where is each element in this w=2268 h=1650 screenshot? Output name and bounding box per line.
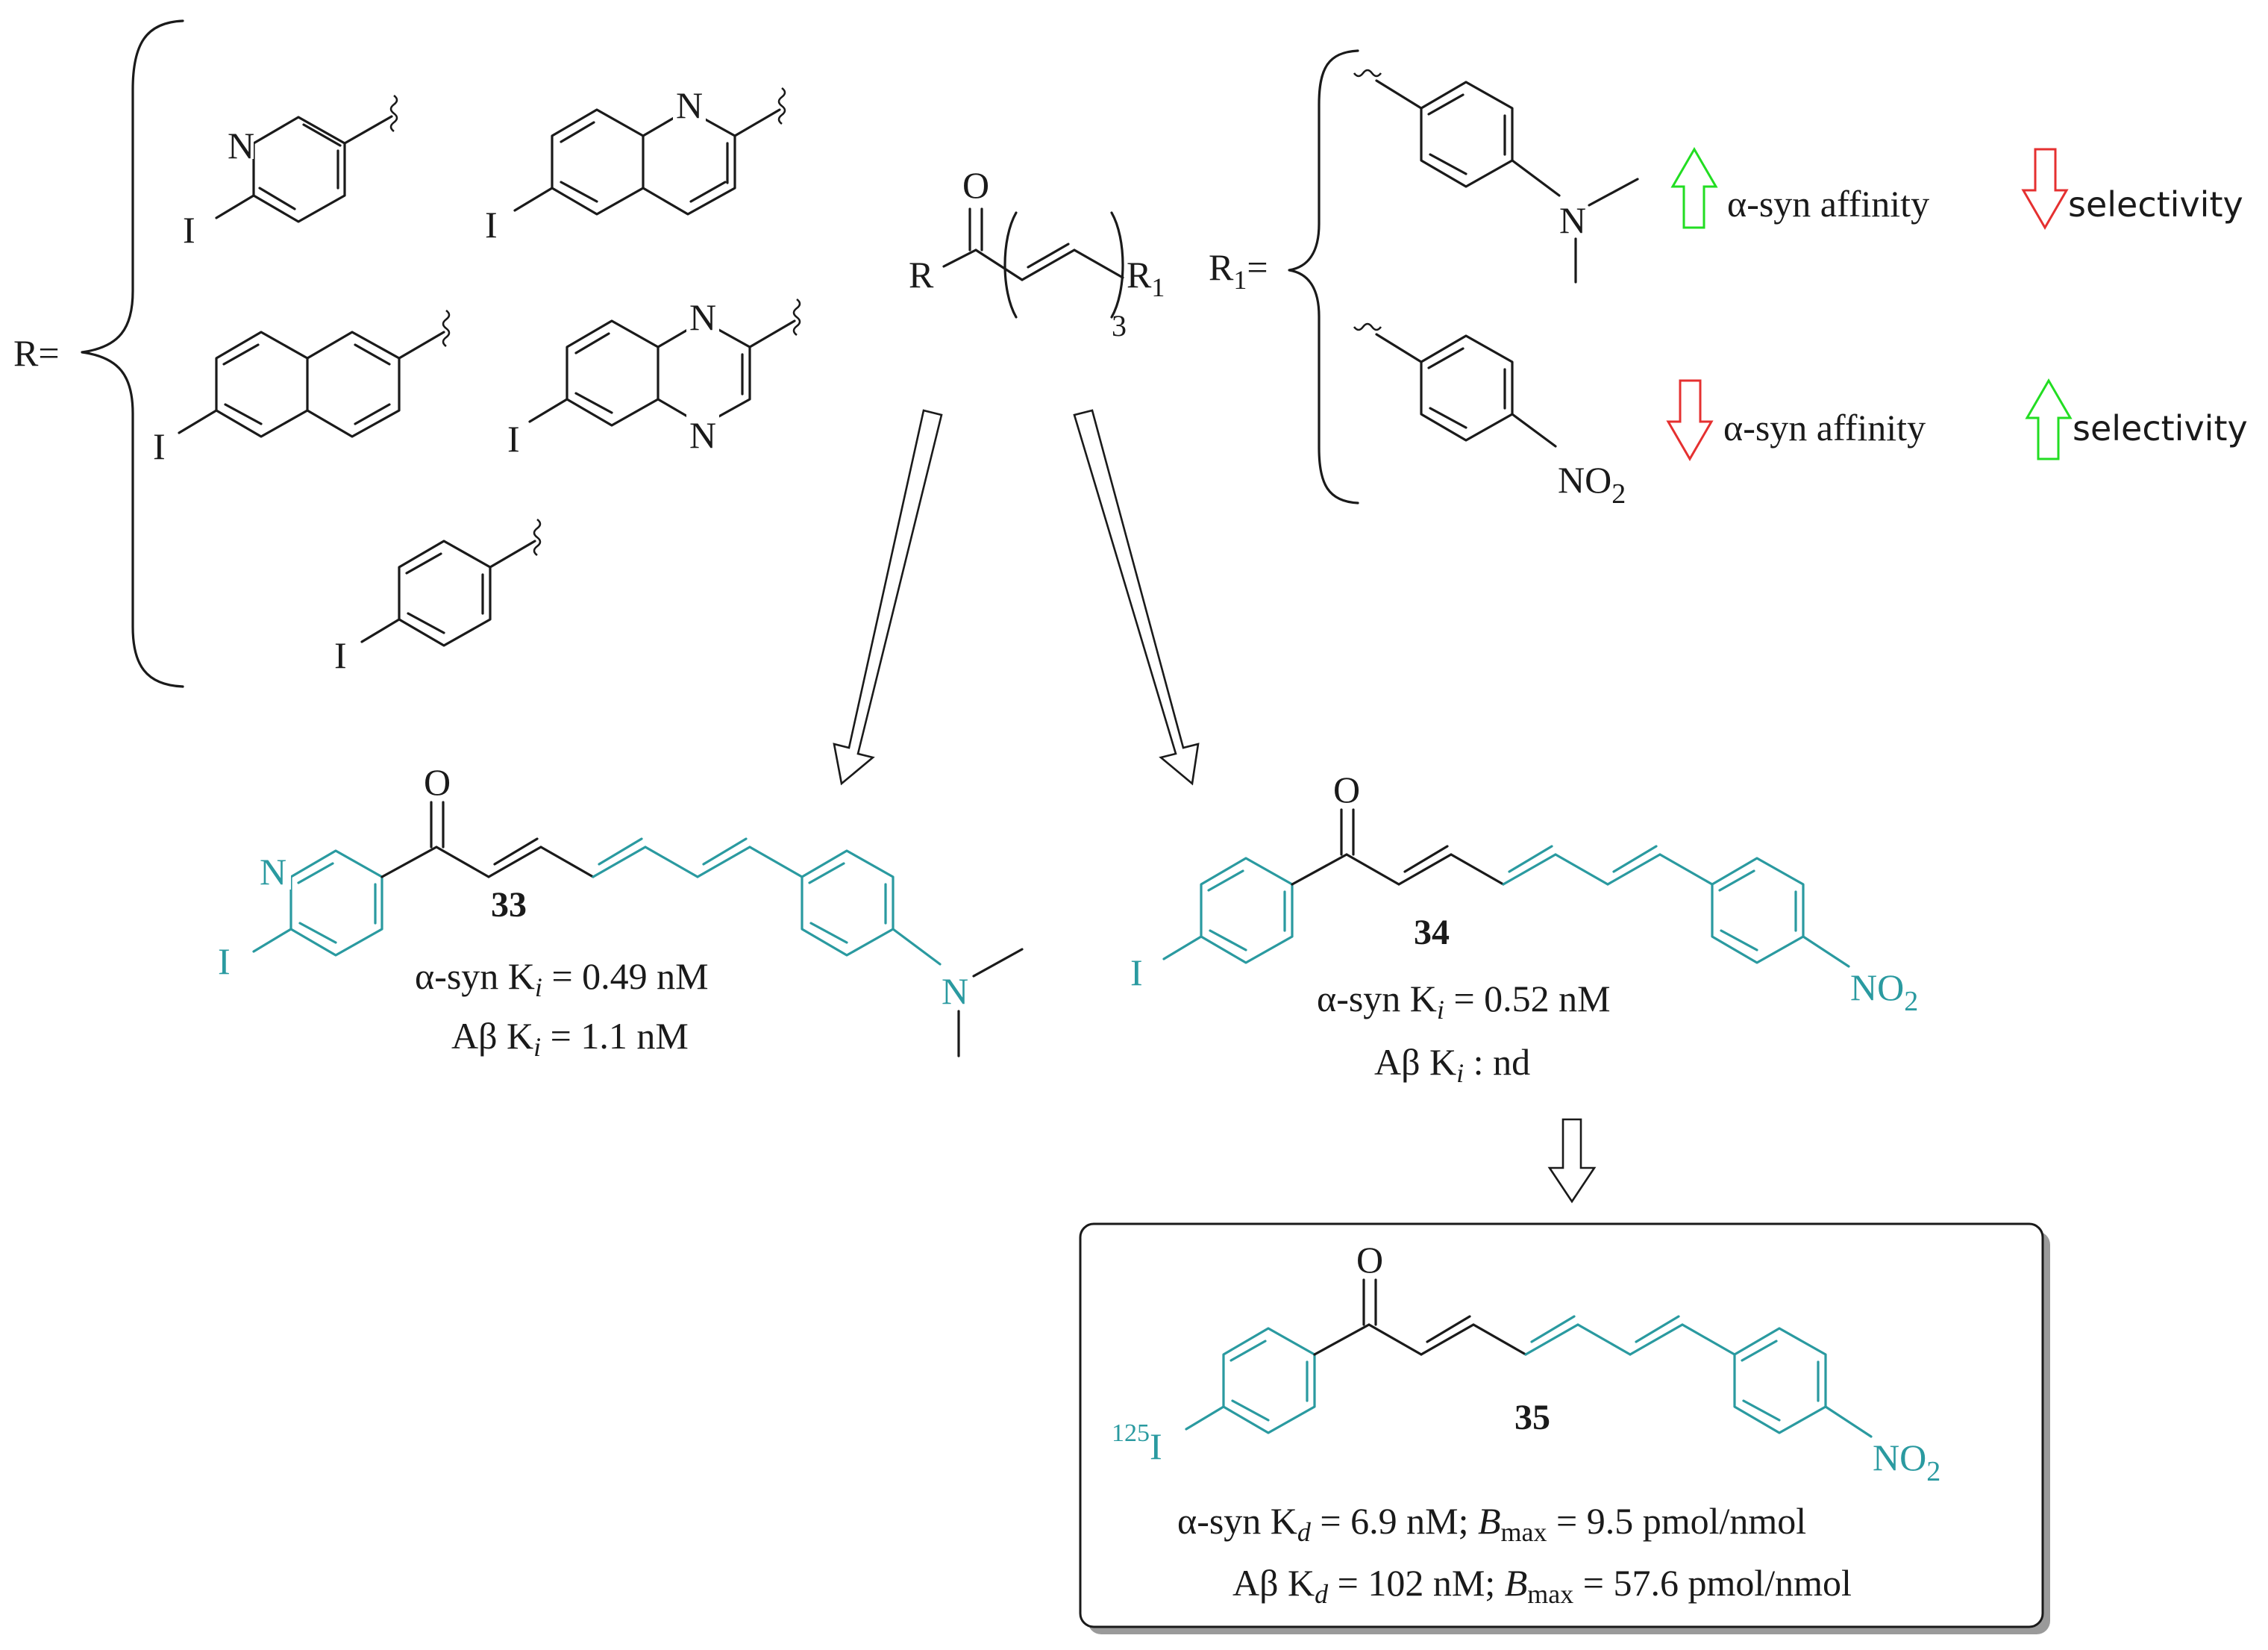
generic-scaffold: O R 3 R1 [909,164,1165,343]
compound-35-panel: 125I O NO2 35 α-syn Kd = 6.9 nM; Bmax = … [1079,1222,2050,1634]
iodoquinoxalinyl-group: N N I [507,295,801,460]
nitro-group-label: NO2 [1873,1437,1940,1487]
repeat-paren-right [1110,211,1124,319]
r-brace [81,19,184,688]
scaffold-o-atom: O [962,164,989,206]
amine-n-atom: N [1559,199,1586,241]
compound-34: I O NO2 34 α-syn Ki = 0.52 nM Aβ Ki : nd [1130,769,1918,1088]
arrow-to-35-icon [1547,1118,1597,1204]
compound-number: 33 [491,885,527,925]
attachment-wavy-line [389,94,398,133]
iodonaphthyl-group: I [153,309,451,467]
iodine-125-label: 125I [1112,1419,1162,1467]
arrow-to-33-icon [833,409,943,786]
alpha-syn-ki-33: α-syn Ki = 0.49 nM [415,955,709,1002]
affinity-increase-arrow-icon [1670,147,1718,229]
iodoquinolinyl-group: N I [485,84,786,246]
quinoline-n-atom: N [676,84,703,126]
selectivity-decrease-arrow-icon [2021,148,2069,230]
iodine-atom: I [183,209,195,251]
nitro-group-label: NO2 [1558,459,1626,510]
dma-sar-annotation: α-syn affinity selectivity [1670,147,2243,230]
ketone-o-atom: O [424,761,451,803]
dma-selectivity-label: selectivity [2068,184,2243,225]
scaffold-r1-atom: R1 [1127,254,1165,302]
ketone-o-atom: O [1333,769,1360,810]
iodopyridinyl-group: N I [183,94,398,251]
iodine-atom: I [1130,951,1143,993]
iodine-atom: I [485,204,498,246]
arrow-to-34-icon [1073,409,1200,786]
nitrophenyl-group: NO2 [1353,322,1626,510]
iodine-atom: I [218,940,231,982]
r1-equals-label: R1= [1209,246,1268,295]
selectivity-increase-arrow-icon [2025,378,2073,460]
pyridine-n-atom: N [228,125,254,166]
quinoxaline-n-atom: N [689,414,716,456]
r1-group-panel: R1= N NO2 α-syn [1209,49,2248,510]
r-group-panel: R= N I N I [13,19,801,688]
compound-33: N I O N 33 α-syn Ki = 0.49 nM Aβ Ki = 1.… [218,761,1024,1062]
iodine-atom: I [507,418,520,460]
alpha-syn-kd-35: α-syn Kd = 6.9 nM; Bmax = 9.5 pmol/nmol [1177,1500,1806,1547]
reaction-arrows [833,409,1597,1204]
quinoxaline-n-atom: N [689,296,716,338]
iodophenyl-group: I [334,518,542,676]
compound-35-box [1079,1222,2044,1628]
abeta-ki-33: Aβ Ki = 1.1 nM [451,1015,689,1062]
attachment-wavy-line [1353,69,1382,78]
nitro-affinity-label: α-syn affinity [1723,407,1926,449]
affinity-decrease-arrow-icon [1666,379,1714,461]
abeta-kd-35: Aβ Kd = 102 nM; Bmax = 57.6 pmol/nmol [1232,1562,1852,1609]
r-equals-label: R= [13,332,60,374]
iodine-atom: I [334,634,347,676]
attachment-wavy-line [1353,322,1382,331]
pyridine-n-atom: N [260,851,286,893]
nitro-selectivity-label: selectivity [2073,408,2248,449]
compound-number: 34 [1414,913,1450,952]
iodine-atom: I [153,425,166,467]
ketone-o-atom: O [1356,1239,1383,1281]
nitro-group-label: NO2 [1850,966,1918,1017]
alpha-syn-ki-34: α-syn Ki = 0.52 nM [1317,978,1611,1025]
repeat-count: 3 [1112,309,1127,343]
r1-brace [1288,49,1359,504]
repeat-paren-left [1003,211,1018,319]
dimethylaminophenyl-group: N [1353,69,1639,284]
compound-number: 35 [1514,1398,1550,1437]
nitro-sar-annotation: α-syn affinity selectivity [1666,378,2248,461]
dma-affinity-label: α-syn affinity [1727,183,1929,225]
scaffold-r-atom: R [909,254,934,296]
amine-n-atom: N [942,970,968,1012]
abeta-ki-34: Aβ Ki : nd [1374,1041,1530,1088]
